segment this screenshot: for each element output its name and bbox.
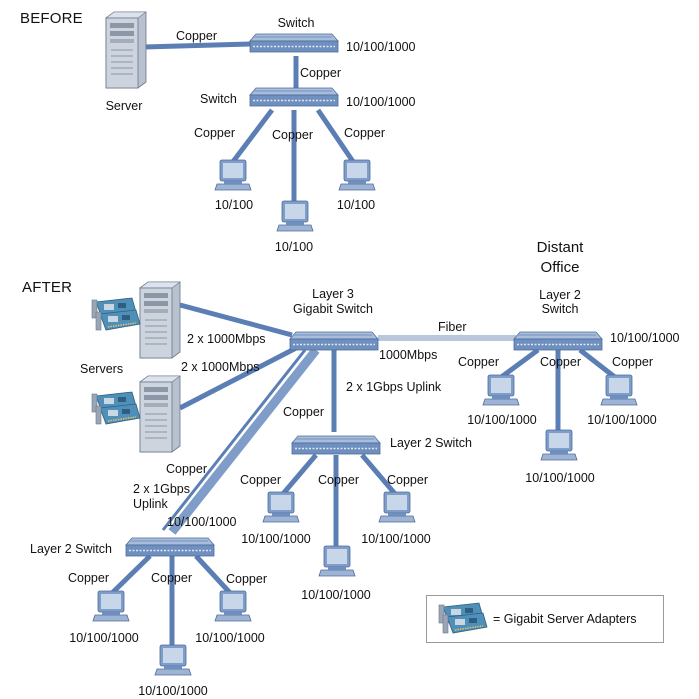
before-link-right-label: Copper	[344, 126, 385, 140]
distant-switch-speed: 10/100/1000	[610, 331, 680, 345]
after-heading: AFTER	[22, 279, 73, 296]
left-link-left-label: Copper	[68, 571, 109, 585]
before-link-left-label: Copper	[194, 126, 235, 140]
left-client-right-icon	[214, 590, 252, 622]
fiber-label: Fiber	[438, 320, 467, 334]
distant-switch-icon	[513, 331, 603, 351]
left-switch-icon	[125, 537, 215, 557]
distant-client-mid-label: 10/100/1000	[525, 471, 595, 485]
after-server-top-icon	[139, 281, 181, 359]
server-link-top	[179, 302, 293, 338]
before-server-link	[143, 41, 251, 50]
distant-title-line2: Office	[540, 259, 580, 276]
distant-client-mid-icon	[540, 429, 578, 461]
left-link-right	[194, 554, 234, 597]
left-link-mid-label: Copper	[151, 571, 192, 585]
distant-title-line1: Distant	[536, 239, 584, 256]
core-switch-icon	[289, 331, 379, 351]
distant-client-right-label: 10/100/1000	[587, 413, 657, 427]
servers-label: Servers	[80, 362, 124, 376]
before-access-switch-label: Switch	[200, 92, 237, 106]
distant-client-right-icon	[600, 374, 638, 406]
left-client-mid-icon	[154, 644, 192, 676]
distant-link-left-label: Copper	[458, 355, 499, 369]
left-client-left-label: 10/100/1000	[69, 631, 139, 645]
left-client-right-label: 10/100/1000	[195, 631, 265, 645]
middle-client-left-label: 10/100/1000	[241, 532, 311, 546]
before-uplink-label: Copper	[300, 66, 341, 80]
middle-link-left-label: Copper	[240, 473, 281, 487]
before-top-switch-icon	[249, 33, 339, 53]
before-top-switch-label: Switch	[277, 16, 315, 30]
before-link-left	[230, 108, 274, 165]
before-client-mid-icon	[276, 200, 314, 232]
before-server-link-label: Copper	[176, 29, 217, 43]
left-client-mid-label: 10/100/1000	[138, 684, 208, 698]
before-link-right	[315, 108, 357, 165]
before-client-mid-label: 10/100	[274, 240, 314, 254]
left-uplink-medium-label: Copper	[166, 462, 207, 476]
before-heading: BEFORE	[20, 10, 83, 27]
distant-switch-label-line2: Switch	[541, 302, 579, 316]
middle-link-mid-label: Copper	[318, 473, 359, 487]
distant-link-right-label: Copper	[612, 355, 653, 369]
after-links	[108, 302, 618, 645]
left-client-left-icon	[92, 590, 130, 622]
legend-label: = Gigabit Server Adapters	[493, 612, 637, 626]
left-link-left	[108, 554, 152, 597]
distant-link-right	[578, 348, 618, 380]
before-server-icon	[105, 11, 147, 89]
legend: = Gigabit Server Adapters	[426, 595, 664, 643]
left-link-right-label: Copper	[226, 572, 267, 586]
fiber-speed-label: 1000Mbps	[379, 348, 438, 362]
left-switch-speed: 10/100/1000	[167, 515, 237, 529]
distant-switch-label-line1: Layer 2	[539, 288, 581, 302]
distant-link-mid-label: Copper	[540, 355, 581, 369]
middle-client-right-label: 10/100/1000	[361, 532, 431, 546]
before-access-switch-icon	[249, 87, 339, 107]
distant-client-left-label: 10/100/1000	[467, 413, 537, 427]
distant-client-left-icon	[482, 374, 520, 406]
before-client-left-icon	[214, 159, 252, 191]
before-links	[143, 41, 357, 205]
left-switch-label: Layer 2 Switch	[30, 542, 112, 556]
middle-client-mid-icon	[318, 545, 356, 577]
middle-link-right-label: Copper	[387, 473, 428, 487]
core-switch-label-line2: Gigabit Switch	[293, 302, 373, 316]
middle-client-mid-label: 10/100/1000	[301, 588, 371, 602]
left-uplink-label-line2: Uplink	[133, 497, 168, 511]
middle-uplink-medium-label: Copper	[283, 405, 324, 419]
middle-link-right	[360, 453, 398, 497]
server-link-bottom-label: 2 x 1000Mbps	[181, 360, 260, 374]
before-link-mid-label: Copper	[272, 128, 313, 142]
distant-link-left	[498, 347, 540, 381]
left-uplink	[168, 347, 320, 535]
legend-adapter-icon	[438, 602, 488, 634]
core-switch-label-line1: Layer 3	[312, 287, 354, 301]
middle-client-left-icon	[262, 491, 300, 523]
middle-switch-label: Layer 2 Switch	[390, 436, 472, 450]
server-link-bottom	[178, 343, 302, 411]
before-top-switch-speed: 10/100/1000	[346, 40, 416, 54]
after-server-bottom-icon	[139, 375, 181, 453]
before-server-label: Server	[105, 99, 143, 113]
before-client-left-label: 10/100	[214, 198, 254, 212]
middle-link-left	[280, 453, 318, 497]
server-link-top-label: 2 x 1000Mbps	[187, 332, 266, 346]
middle-switch-icon	[291, 435, 381, 455]
middle-client-right-icon	[378, 491, 416, 523]
before-client-right-icon	[338, 159, 376, 191]
before-client-right-label: 10/100	[336, 198, 376, 212]
left-uplink-second	[161, 349, 307, 531]
middle-uplink-label: 2 x 1Gbps Uplink	[346, 380, 442, 394]
left-uplink-label-line1: 2 x 1Gbps	[133, 482, 190, 496]
before-access-switch-speed: 10/100/1000	[346, 95, 416, 109]
